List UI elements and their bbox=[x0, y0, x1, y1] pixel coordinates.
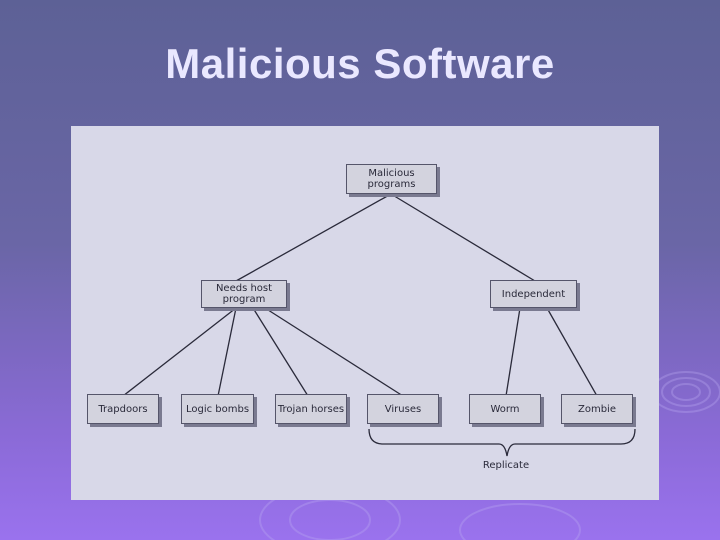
edge-to-zombie bbox=[546, 307, 598, 397]
edge-root-to-independent bbox=[390, 193, 536, 282]
edge-to-worm bbox=[505, 307, 521, 397]
node-worm: Worm bbox=[469, 394, 541, 424]
connector-lines bbox=[122, 193, 636, 457]
node-trapdoors: Trapdoors bbox=[87, 394, 159, 424]
node-independent: Independent bbox=[490, 280, 577, 308]
node-malicious-programs: Malicious programs bbox=[346, 164, 437, 194]
node-logic-bombs: Logic bombs bbox=[181, 394, 254, 424]
replicate-brace bbox=[368, 428, 636, 457]
slide-title: Malicious Software bbox=[165, 40, 555, 87]
edge-to-trojan-horses bbox=[252, 307, 309, 397]
edge-root-to-needs-host bbox=[235, 193, 392, 282]
node-needs-host-program: Needs host program bbox=[201, 280, 287, 308]
node-zombie: Zombie bbox=[561, 394, 633, 424]
edge-to-viruses bbox=[264, 307, 404, 397]
node-trojan-horses: Trojan horses bbox=[275, 394, 347, 424]
diagram-panel: Malicious programs Needs host program In… bbox=[71, 126, 659, 500]
node-viruses: Viruses bbox=[367, 394, 439, 424]
edge-to-logic-bombs bbox=[217, 307, 237, 397]
replicate-label: Replicate bbox=[482, 460, 530, 471]
edge-to-trapdoors bbox=[122, 307, 237, 397]
